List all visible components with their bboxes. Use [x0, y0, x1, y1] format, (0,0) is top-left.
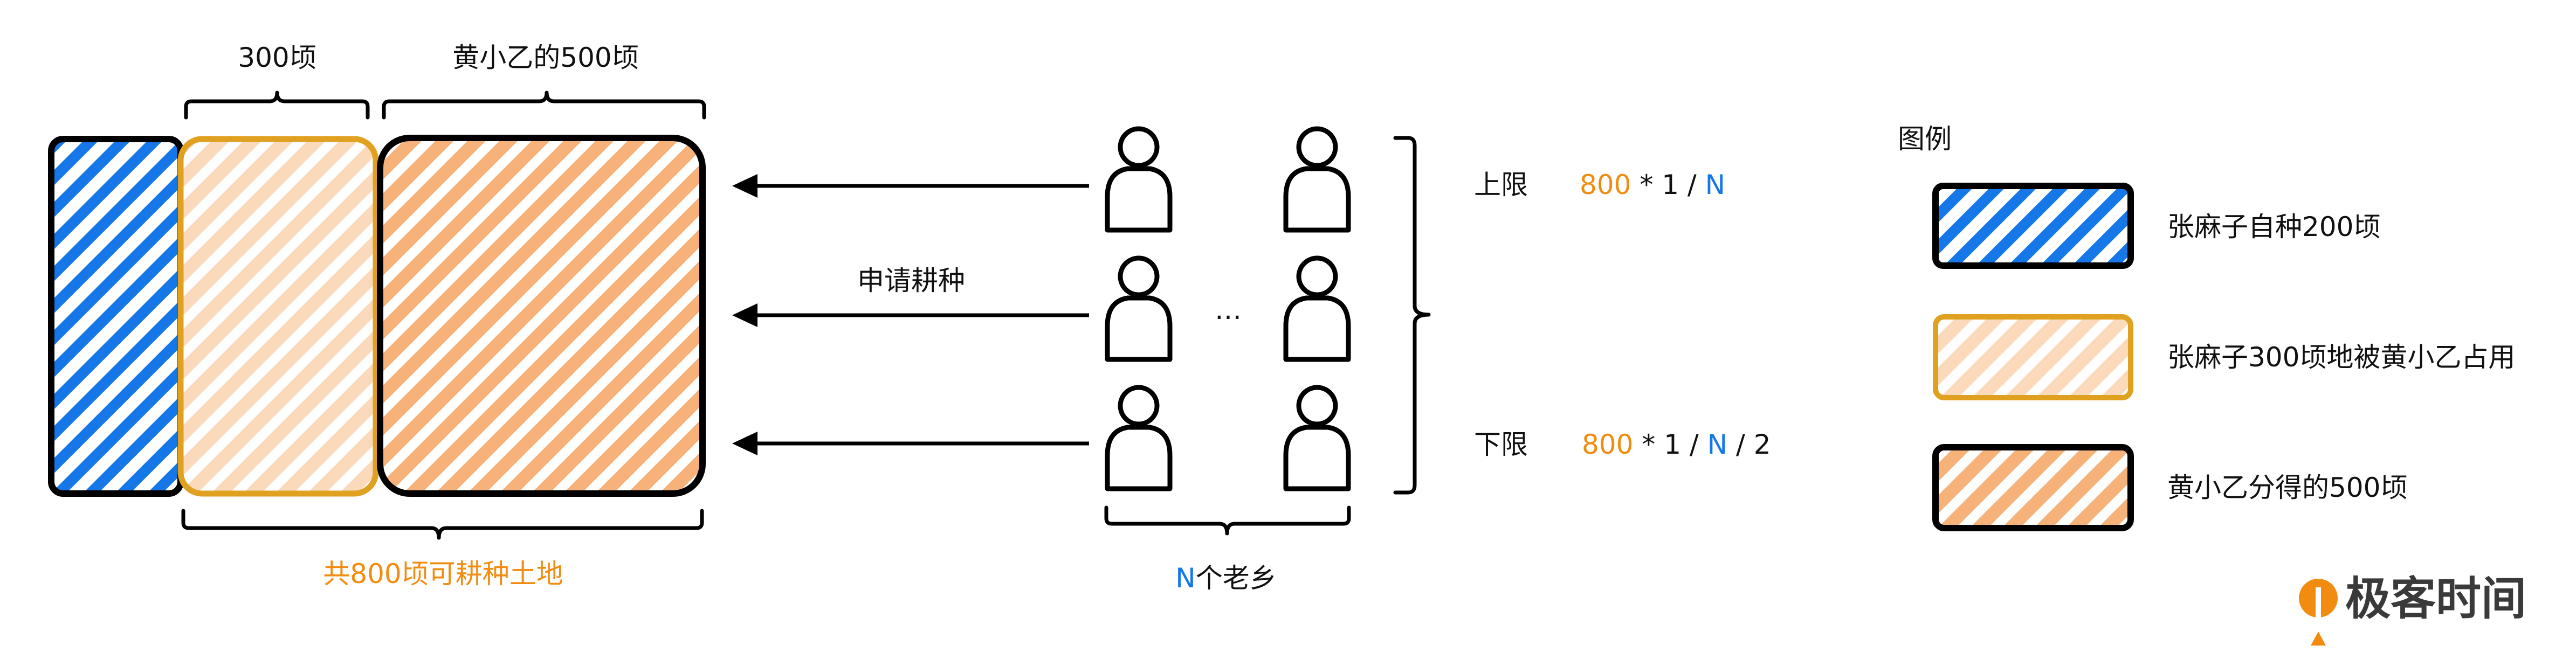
label-500: 黄小乙的500顷: [452, 42, 638, 73]
lower-limit-mid: * 1 /: [1633, 429, 1707, 460]
lower-limit-n: N: [1707, 429, 1727, 460]
legend-swatch-blue: [1932, 183, 2134, 269]
land-block-zhang-occupied-300: [177, 136, 379, 497]
arrow-middle: [732, 303, 1089, 327]
person-icon: [1286, 129, 1348, 230]
brace-villagers: [1104, 505, 1351, 536]
upper-limit-n: N: [1705, 169, 1725, 200]
lower-limit-formula: 800 * 1 / N / 2: [1582, 429, 1771, 460]
legend: 图例 张麻子自种200顷 张麻子300顷地被黄小乙占用 黄小乙分得的500顷: [1898, 123, 2515, 531]
label-total-800: 共800顷可耕种土地: [323, 558, 563, 589]
upper-limit-num: 800: [1580, 169, 1631, 200]
lower-limit-num: 800: [1582, 429, 1633, 460]
land-block-zhang-self-200: [48, 136, 184, 497]
brace-total: [181, 509, 704, 540]
villagers-suffix: 个老乡: [1196, 563, 1277, 594]
logo: 极客时间: [2299, 572, 2526, 646]
person-icon: [1107, 258, 1170, 359]
lower-limit-label: 下限: [1474, 429, 1528, 460]
legend-swatch-light-orange: [1933, 314, 2133, 400]
person-icon: [1107, 129, 1170, 230]
label-apply: 申请耕种: [857, 265, 965, 296]
brace-500: [382, 91, 706, 120]
legend-title: 图例: [1898, 123, 1952, 155]
upper-limit-label: 上限: [1474, 169, 1528, 200]
arrow-top: [732, 174, 1089, 198]
logo-text: 极客时间: [2345, 572, 2526, 625]
logo-icon: [2299, 579, 2338, 646]
person-icon: [1107, 387, 1170, 489]
villagers-ellipsis: …: [1215, 294, 1242, 325]
legend-item-label: 张麻子300顷地被黄小乙占用: [2167, 342, 2515, 373]
brace-300: [184, 91, 370, 120]
person-icon: [1286, 258, 1348, 359]
upper-limit-formula: 800 * 1 / N: [1580, 169, 1725, 200]
brace-right: [1393, 136, 1431, 495]
label-villagers: N个老乡: [1175, 563, 1276, 594]
legend-swatch-orange: [1932, 444, 2134, 531]
villagers-n: N: [1175, 563, 1195, 594]
legend-item-label: 黄小乙分得的500顷: [2167, 472, 2407, 503]
land-block-huang-500: [377, 135, 706, 497]
arrows: [732, 174, 1089, 455]
lower-limit-tail: / 2: [1727, 429, 1771, 460]
upper-limit-mid: * 1 /: [1631, 169, 1705, 200]
arrow-bottom: [732, 432, 1089, 455]
label-300: 300顷: [238, 42, 316, 73]
person-icon: [1286, 387, 1348, 489]
land-blocks: [48, 135, 706, 497]
legend-item-label: 张麻子自种200顷: [2167, 211, 2380, 242]
